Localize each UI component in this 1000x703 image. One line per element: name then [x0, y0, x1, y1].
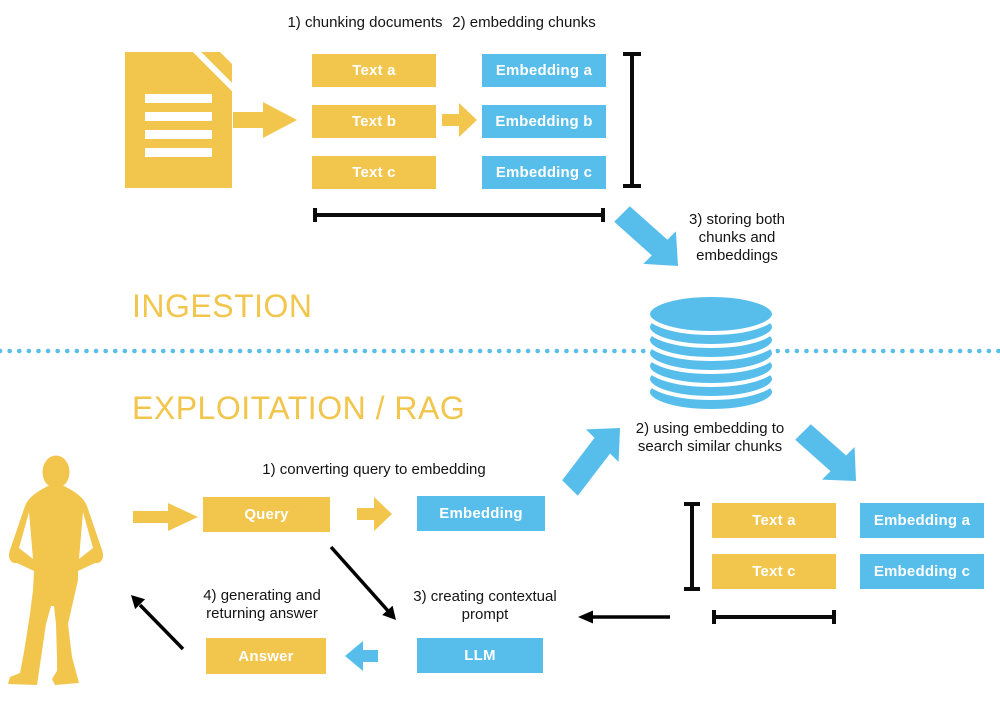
down-right-arrow-storing — [614, 206, 678, 266]
embedding-box-b: Embedding b — [482, 105, 606, 138]
right-arrow-user-to-query — [133, 503, 198, 531]
bracket-embeddings-vertical — [623, 52, 641, 188]
chunk-box-text-a: Text a — [312, 54, 436, 87]
right-arrow-textb-to-embeddingb — [442, 103, 477, 137]
user-icon — [8, 455, 104, 685]
step-label-generating-answer: 4) generating and returning answer — [203, 587, 321, 622]
section-title-ingestion: INGESTION — [132, 288, 313, 324]
answer-box: Answer — [206, 638, 326, 674]
up-right-arrow-search — [562, 428, 620, 496]
section-title-exploitation: EXPLOITATION / RAG — [132, 390, 466, 426]
step-label-converting-query: 1) converting query to embedding — [262, 461, 486, 478]
retrieved-embedding-box-a: Embedding a — [860, 503, 984, 538]
step-label-storing: 3) storing both chunks and embeddings — [689, 211, 785, 264]
bracket-retrieved-vertical — [684, 502, 700, 591]
retrieved-chunk-box-text-c: Text c — [712, 554, 836, 589]
right-arrow-query-to-embedding — [357, 497, 392, 531]
query-embedding-box: Embedding — [417, 496, 545, 531]
bracket-chunks-horizontal — [313, 208, 605, 222]
step-label-contextual-prompt: 3) creating contextual prompt — [413, 588, 557, 623]
step-label-search-chunks: 2) using embedding to search similar chu… — [635, 420, 785, 455]
bracket-retrieved-horizontal — [712, 610, 836, 624]
retrieved-embedding-box-c: Embedding c — [860, 554, 984, 589]
right-arrow-document-to-chunks — [233, 102, 297, 138]
document-icon — [125, 45, 239, 188]
left-arrow-llm-to-answer — [345, 641, 378, 671]
step-label-embedding-chunks: 2) embedding chunks — [452, 14, 596, 31]
embedding-box-a: Embedding a — [482, 54, 606, 87]
embedding-box-c: Embedding c — [482, 156, 606, 189]
arrow-answer-to-user — [131, 595, 185, 651]
query-box: Query — [203, 497, 330, 532]
arrow-chunks-to-prompt — [578, 610, 670, 624]
down-right-arrow-results — [795, 424, 856, 481]
database-icon — [646, 293, 776, 413]
retrieved-chunk-box-text-a: Text a — [712, 503, 836, 538]
step-label-chunking: 1) chunking documents — [287, 14, 443, 31]
llm-box: LLM — [417, 638, 543, 673]
chunk-box-text-c: Text c — [312, 156, 436, 189]
chunk-box-text-b: Text b — [312, 105, 436, 138]
